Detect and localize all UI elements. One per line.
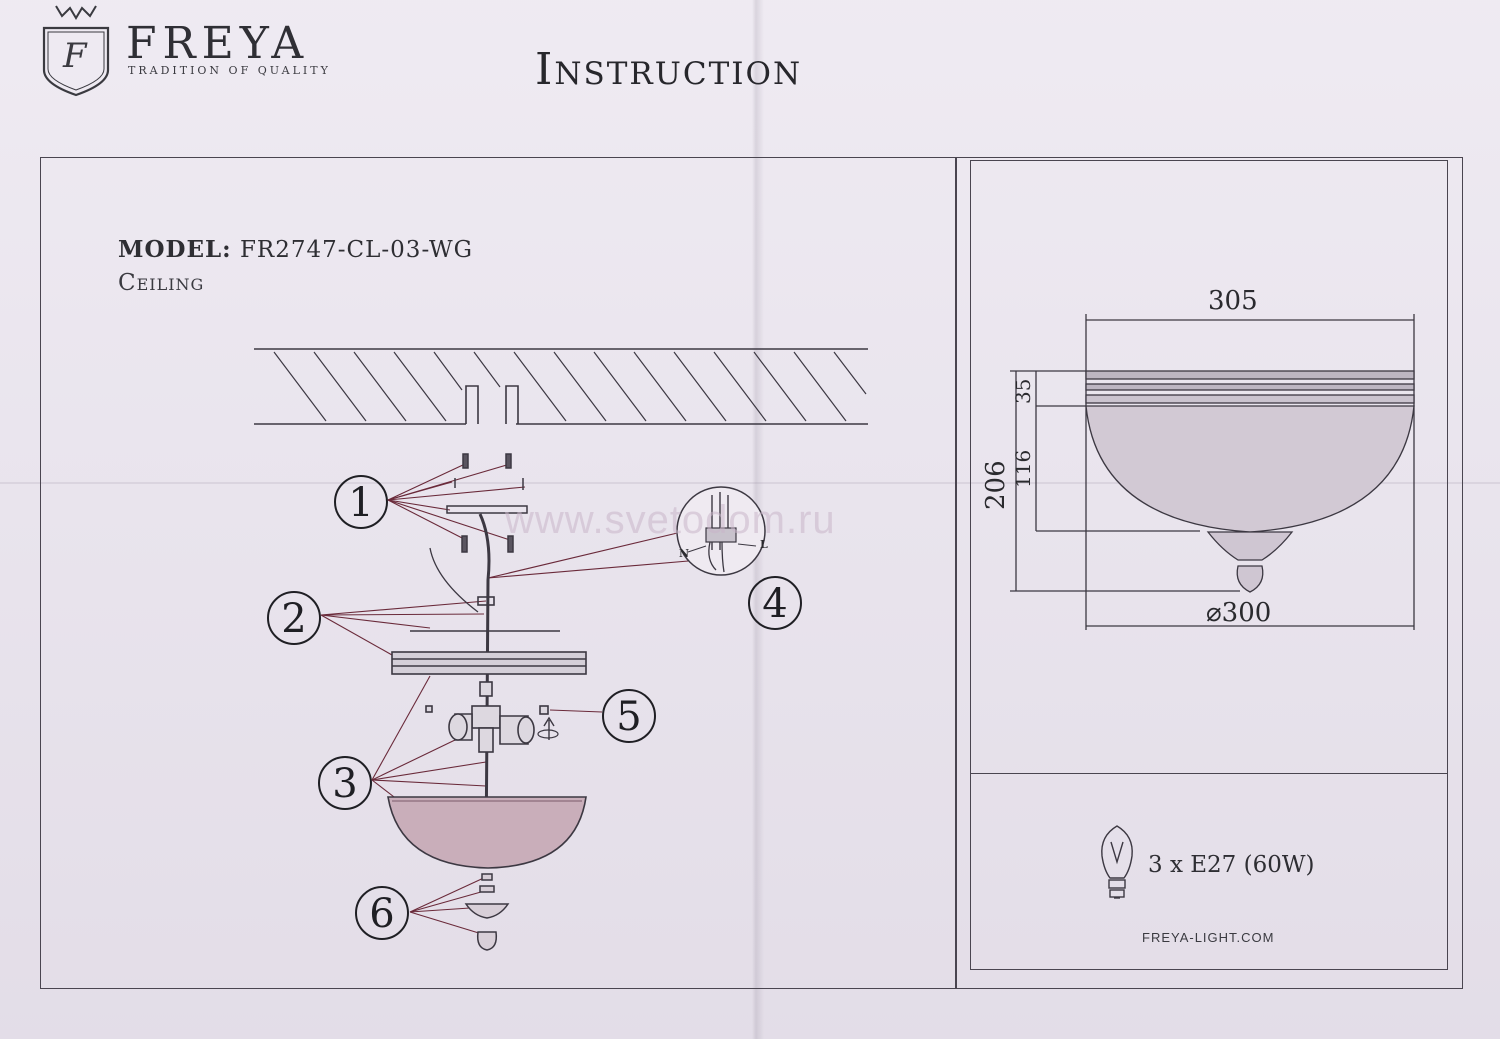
model-type: Ceiling — [118, 270, 205, 296]
step-1-circle — [334, 475, 388, 529]
spec-panel-separator — [970, 773, 1448, 775]
step-3-number: 3 — [332, 761, 357, 807]
instruction-frame — [40, 157, 1463, 989]
model-label: MODEL: — [118, 236, 232, 263]
freya-monogram: F — [63, 36, 87, 76]
step-6-number: 6 — [369, 891, 394, 937]
wiring-detail: N L — [676, 486, 768, 576]
wire-live-label: L — [760, 538, 768, 551]
step-4-number: 4 — [762, 581, 787, 627]
frame-divider — [955, 157, 957, 989]
bulb-spec: 3 x E27 (60W) — [1148, 852, 1315, 878]
step-6-circle — [355, 886, 409, 940]
page-title: Instruction — [535, 44, 803, 95]
step-2-number: 2 — [281, 596, 306, 642]
wire-neutral-label: N — [679, 547, 689, 560]
step-4-circle — [748, 576, 802, 630]
mounting-bar — [446, 505, 528, 514]
ceiling-slab — [254, 348, 868, 425]
finial-parts — [464, 873, 510, 951]
paper-crease — [0, 482, 1500, 484]
brand-name: FREYA — [126, 18, 310, 69]
dimension-total-height: 206 — [981, 460, 1011, 510]
light-bulb-icon — [1101, 825, 1133, 899]
model-number: FR2747-CL-03-WG — [239, 237, 473, 263]
model-line: MODEL: FR2747-CL-03-WG — [118, 236, 473, 263]
dimension-width: 305 — [1208, 286, 1258, 316]
supply-wire — [429, 547, 479, 613]
dimension-drawing — [1010, 314, 1415, 630]
step-3-circle — [318, 756, 372, 810]
dimension-bowl-height: 116 — [1011, 450, 1035, 488]
glass-bowl — [387, 796, 587, 869]
dimension-diameter: ⌀300 — [1206, 598, 1271, 628]
watermark: www.svetodom.ru — [505, 498, 836, 542]
canopy-parts — [391, 596, 587, 675]
dimension-top-band: 35 — [1011, 379, 1035, 404]
step-2-circle — [267, 591, 321, 645]
step-1-number: 1 — [348, 480, 373, 526]
leader-lines — [320, 463, 701, 935]
website-label: FREYA-LIGHT.COM — [1142, 930, 1275, 945]
spec-panel — [970, 160, 1448, 970]
threaded-rod — [478, 513, 491, 861]
rotate-arrow-icon — [543, 716, 555, 740]
brand-tagline: TRADITION OF QUALITY — [128, 64, 331, 77]
freya-crest-icon — [42, 5, 110, 97]
step-5-number: 5 — [616, 694, 641, 740]
socket-cluster — [425, 681, 549, 753]
step-5-circle — [602, 689, 656, 743]
mounting-screws — [454, 453, 524, 553]
